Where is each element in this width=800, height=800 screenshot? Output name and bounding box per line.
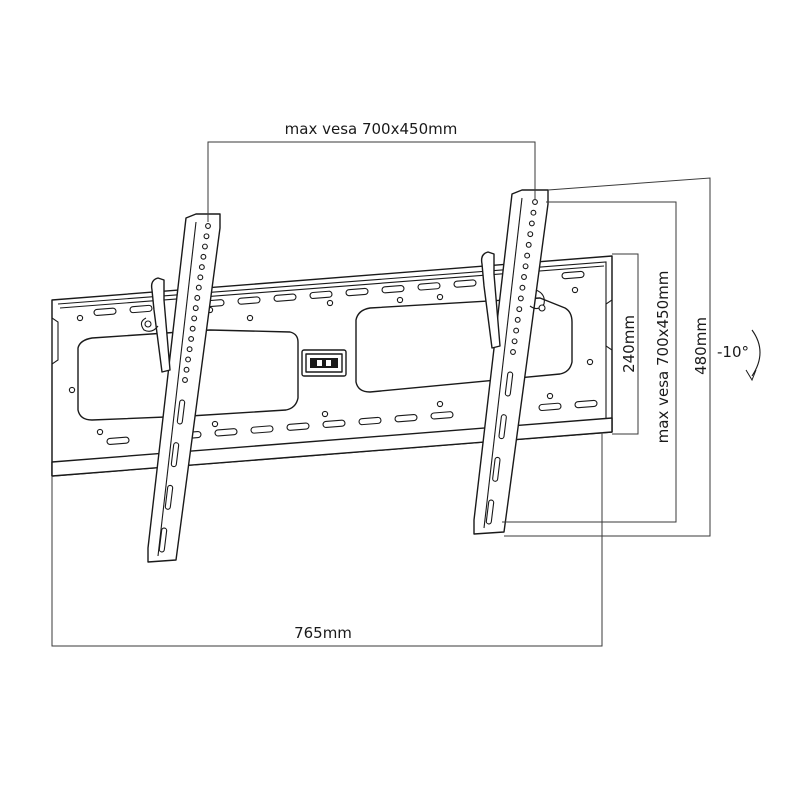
arm-slot bbox=[498, 414, 507, 440]
wall-plate-slot bbox=[93, 307, 117, 317]
wall-plate-hole bbox=[436, 400, 444, 408]
arm-hole bbox=[182, 377, 188, 383]
left-arm-holes bbox=[182, 223, 211, 383]
wall-plate-slots-top bbox=[93, 270, 585, 317]
arm-hole bbox=[197, 274, 204, 281]
spirit-level bbox=[301, 349, 347, 377]
wall-plate-slot bbox=[214, 428, 238, 437]
arm-hole bbox=[524, 252, 531, 259]
wall-plate-hole bbox=[546, 392, 554, 400]
wall-plate-slot bbox=[417, 282, 441, 291]
arm-hole bbox=[532, 199, 538, 205]
arm-hole bbox=[517, 295, 524, 302]
bottom-width-label: 765mm bbox=[294, 624, 352, 642]
wall-plate-hole bbox=[68, 386, 76, 394]
arm-hole bbox=[528, 220, 535, 227]
right-arm-holes bbox=[510, 199, 538, 355]
wall-plate-hole bbox=[586, 358, 594, 366]
wall-plate-hole bbox=[396, 296, 404, 304]
wall-plate-slot bbox=[358, 416, 382, 426]
arm-hole bbox=[527, 231, 534, 238]
wall-plate-hole bbox=[321, 410, 329, 418]
arm-hole bbox=[200, 253, 207, 260]
arm-hole bbox=[192, 305, 199, 312]
wall-plate-hole bbox=[96, 428, 104, 436]
arm-slot bbox=[170, 442, 180, 468]
wall-plate-slot bbox=[286, 422, 310, 431]
wall-plate-slot bbox=[394, 414, 418, 423]
arm-slot bbox=[176, 399, 186, 425]
wall-plate-slot bbox=[430, 411, 454, 420]
arm-slot bbox=[485, 499, 495, 525]
wall-plate-slot bbox=[129, 304, 153, 314]
dimension-vesa-height: max vesa 700x450mm bbox=[502, 201, 677, 523]
arm-hole bbox=[191, 315, 198, 322]
arm-hole bbox=[510, 349, 516, 355]
wall-plate-slot bbox=[381, 285, 405, 294]
wall-plate-holes bbox=[68, 286, 594, 436]
arm-hole bbox=[201, 243, 208, 250]
arm-hole bbox=[195, 284, 202, 291]
tilt-indicator: -10° bbox=[717, 329, 761, 382]
wall-plate-slot bbox=[106, 436, 130, 445]
wall-plate-hole bbox=[211, 420, 219, 428]
plate-height-label: 240mm bbox=[620, 315, 638, 373]
wall-plate-slot bbox=[345, 287, 369, 297]
arm-hole bbox=[198, 264, 205, 271]
arm-hole bbox=[183, 366, 190, 373]
dimension-plate-height: 240mm bbox=[612, 253, 639, 435]
arm-hole bbox=[514, 316, 521, 323]
arm-hole bbox=[185, 356, 192, 363]
arm-slot bbox=[164, 484, 174, 510]
wall-plate-slot bbox=[538, 402, 562, 412]
arm-slot bbox=[504, 371, 514, 397]
left-arm-slots bbox=[158, 399, 186, 553]
arm-hole bbox=[205, 223, 211, 229]
wall-plate-slot bbox=[237, 296, 261, 305]
arm-slot bbox=[158, 527, 168, 553]
tilt-label: -10° bbox=[717, 343, 749, 361]
wall-plate-slot bbox=[322, 419, 346, 429]
right-vesa-arm bbox=[473, 189, 549, 535]
arm-hole bbox=[189, 325, 196, 332]
wall-plate-hole bbox=[326, 299, 334, 307]
arm-slot bbox=[492, 456, 501, 482]
wall-plate-slot bbox=[273, 293, 297, 302]
wall-plate-hole bbox=[246, 314, 254, 322]
arm-hole bbox=[516, 306, 523, 313]
arm-hole bbox=[203, 233, 210, 240]
top-width-label: max vesa 700x450mm bbox=[285, 120, 458, 138]
arm-hole bbox=[522, 263, 529, 270]
right-arm-slots bbox=[485, 371, 514, 525]
wall-plate-slot bbox=[250, 425, 274, 434]
vesa-height-label: max vesa 700x450mm bbox=[654, 271, 672, 444]
wall-plate-hole bbox=[571, 286, 579, 294]
dimension-arm-height: 480mm bbox=[504, 177, 711, 537]
arm-hole bbox=[525, 241, 532, 248]
arm-hole bbox=[188, 335, 195, 342]
arm-hole bbox=[194, 294, 201, 301]
arm-hole bbox=[186, 346, 193, 353]
arm-hole bbox=[513, 327, 520, 334]
dimension-top-vesa-width: max vesa 700x450mm bbox=[207, 120, 536, 222]
arm-hole bbox=[521, 274, 527, 280]
arm-height-label: 480mm bbox=[692, 317, 710, 375]
wall-plate-hole bbox=[76, 314, 84, 322]
left-vesa-arm bbox=[140, 213, 221, 563]
dimension-bottom-width: 765mm bbox=[51, 432, 603, 647]
arm-hole bbox=[519, 284, 526, 291]
arm-hole bbox=[511, 338, 518, 345]
arm-hole bbox=[530, 209, 537, 216]
wall-plate-slot bbox=[309, 290, 333, 300]
wall-plate-slot bbox=[574, 399, 598, 409]
wall-plate-slot bbox=[561, 270, 585, 280]
wall-plate-slot bbox=[453, 279, 477, 288]
wall-plate-hole bbox=[436, 293, 444, 301]
